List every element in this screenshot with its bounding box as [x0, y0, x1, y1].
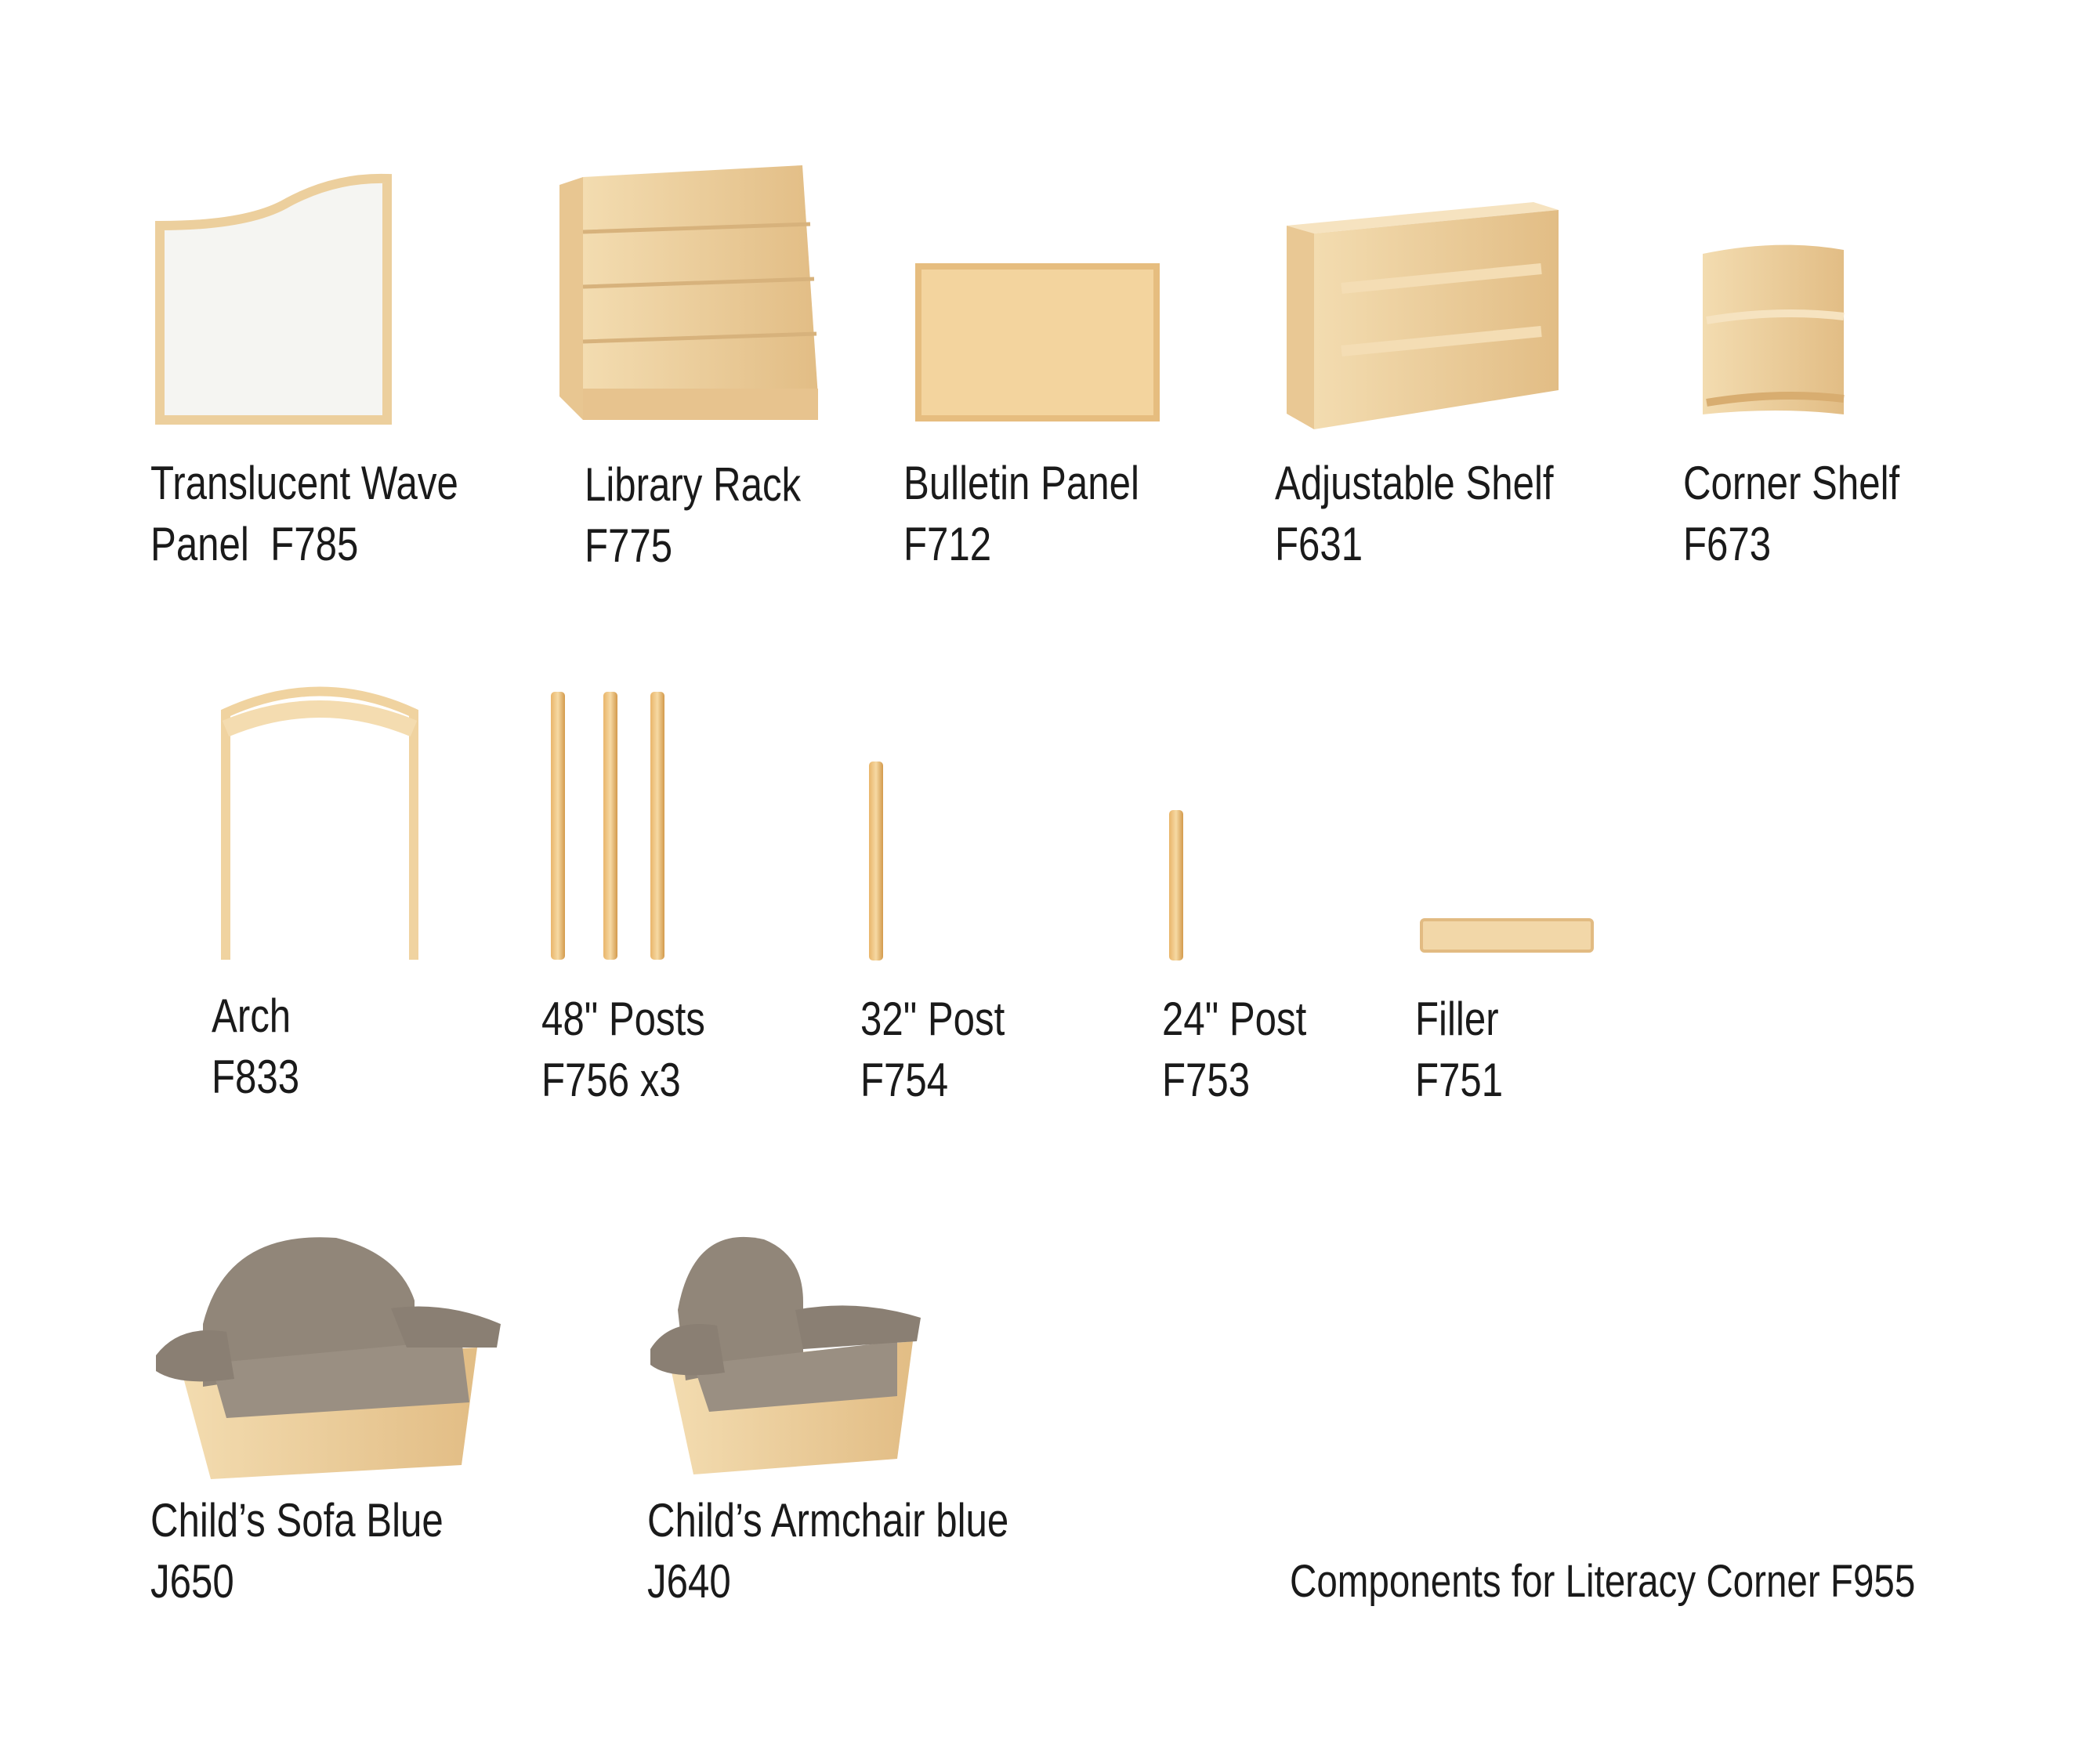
component-code: F673 — [1683, 518, 1772, 570]
component-code: F756 x3 — [541, 1054, 681, 1106]
component-name: Filler — [1415, 993, 1499, 1045]
component-name: 24" Post — [1162, 993, 1307, 1045]
component-name: 32" Post — [860, 993, 1005, 1045]
corner-shelf-image — [1703, 244, 1845, 414]
component-code: F753 — [1162, 1054, 1251, 1106]
component-name: Translucent Wave — [150, 457, 458, 509]
component-code: F754 — [860, 1054, 949, 1106]
childs-armchair-image — [650, 1236, 921, 1474]
component-name: 48" Posts — [541, 993, 705, 1045]
footer-caption: Components for Literacy Corner F955 — [1290, 1556, 1916, 1607]
component-code: F833 — [212, 1051, 300, 1103]
component-code: J640 — [647, 1555, 731, 1608]
component-name: Library Rack — [585, 458, 802, 511]
bulletin-panel-image — [915, 263, 1160, 421]
component-name-cont: Panel — [150, 518, 249, 570]
post-24-image — [1169, 810, 1183, 961]
component-name: Child’s Sofa Blue — [150, 1494, 444, 1547]
component-code: J650 — [150, 1555, 234, 1608]
component-code: F712 — [903, 518, 992, 570]
adjustable-shelf-image — [1287, 202, 1559, 429]
filler-image — [1420, 918, 1594, 953]
arch-image — [221, 686, 418, 960]
posts-48-image — [551, 692, 664, 960]
component-code: F631 — [1275, 518, 1363, 570]
component-name: Adjustable Shelf — [1275, 457, 1554, 509]
library-rack-image — [559, 165, 818, 420]
component-code: F785 — [270, 518, 359, 570]
component-name: Bulletin Panel — [903, 457, 1139, 509]
component-code: F775 — [585, 519, 673, 572]
component-name: Child’s Armchair blue — [647, 1494, 1009, 1547]
translucent-wave-panel-image — [155, 173, 392, 425]
post-32-image — [869, 762, 883, 961]
component-code: F751 — [1415, 1054, 1504, 1106]
component-name: Corner Shelf — [1683, 457, 1900, 509]
childs-sofa-image — [156, 1237, 501, 1479]
component-name: Arch — [212, 989, 291, 1042]
